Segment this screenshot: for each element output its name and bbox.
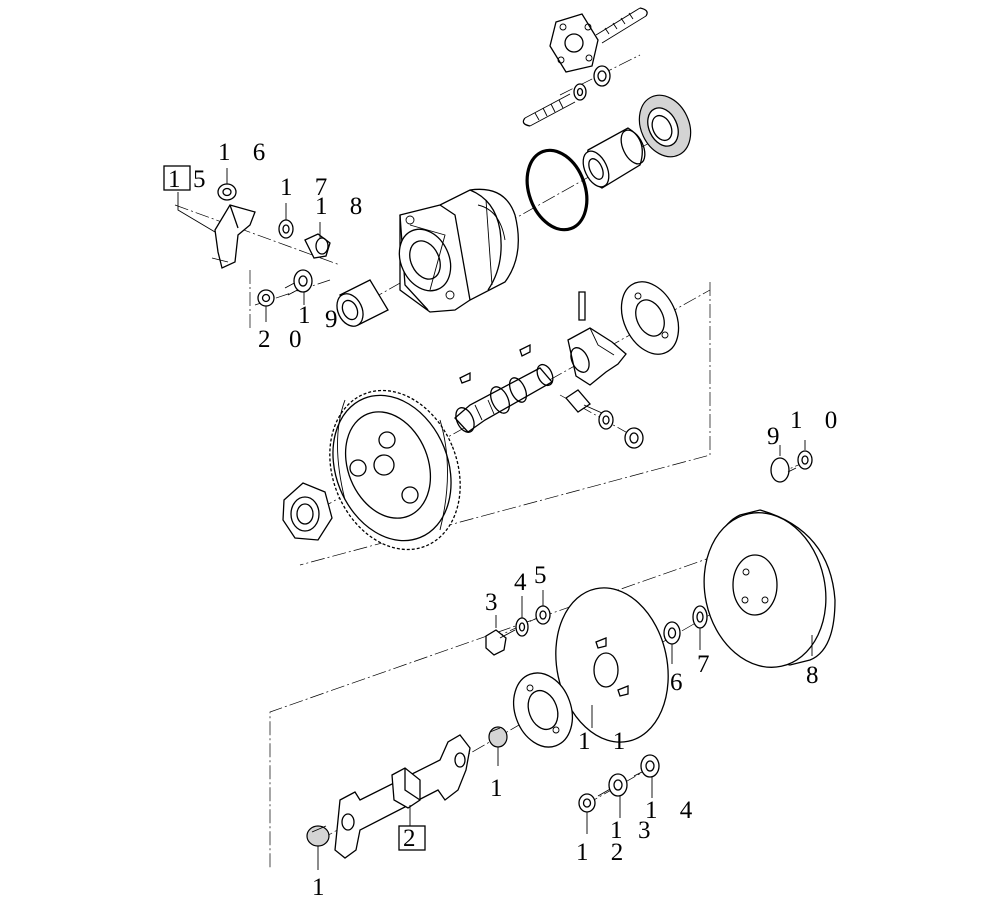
label-1-mid: 1 xyxy=(490,775,511,802)
o-ring xyxy=(525,148,589,232)
label-17: 1 7 xyxy=(280,174,335,201)
label-15-box: 1 xyxy=(168,166,189,193)
label-20-zero: 0 xyxy=(289,326,310,353)
washer-20 xyxy=(257,289,275,307)
woodruff-keys xyxy=(459,343,531,384)
label-18: 1 8 xyxy=(315,193,370,220)
camshaft xyxy=(454,363,554,433)
plug-1-lower xyxy=(306,825,330,847)
bolt-13 xyxy=(597,773,628,797)
label-13-one: 1 xyxy=(610,817,631,844)
leader-lines xyxy=(177,168,813,870)
washer-16 xyxy=(217,183,237,201)
label-11: 1 1 xyxy=(578,728,633,755)
gear-nut xyxy=(282,482,333,541)
stud-lower xyxy=(522,93,576,127)
washer-5 xyxy=(535,605,551,625)
stud-upper xyxy=(595,7,648,44)
label-13-three: 3 xyxy=(638,817,659,844)
washer-4 xyxy=(515,617,529,637)
label-4: 4 xyxy=(514,569,535,596)
label-8: 8 xyxy=(806,662,827,689)
pump-housing xyxy=(398,188,519,313)
label-3: 3 xyxy=(485,589,506,616)
label-5: 5 xyxy=(534,562,555,589)
dowel-pin xyxy=(578,291,586,321)
bracket-15 xyxy=(211,204,256,269)
bearing-block xyxy=(567,327,627,386)
washer-12 xyxy=(578,793,596,813)
flywheel xyxy=(703,509,836,668)
nut-6 xyxy=(663,621,681,645)
bolt-10 xyxy=(284,269,313,296)
label-6: 6 xyxy=(670,669,691,696)
label-1: 1 xyxy=(312,874,333,901)
label-9-right: 9 xyxy=(767,423,788,450)
label-20: 2 xyxy=(258,326,279,353)
nut-and-washer-top xyxy=(573,65,611,101)
washer-17 xyxy=(278,219,294,239)
washer-10-right xyxy=(797,450,813,470)
bolt-3 xyxy=(485,629,516,656)
sleeve-9 xyxy=(336,279,389,327)
shaft-assembly-2 xyxy=(334,734,471,859)
gasket-flange-mid xyxy=(620,281,680,355)
bolt-washer-nut-mid xyxy=(565,389,644,449)
label-2-box: 2 xyxy=(403,825,424,852)
flange-plate xyxy=(549,13,599,73)
label-10-right: 1 0 xyxy=(790,407,845,434)
bolt-18 xyxy=(304,233,331,259)
assembly-frame-upper xyxy=(299,282,711,566)
oil-seal xyxy=(638,94,692,158)
gasket-flange-lower xyxy=(513,672,573,748)
label-12: 1 2 xyxy=(576,839,631,866)
label-7: 7 xyxy=(697,651,718,678)
washer-7 xyxy=(692,605,708,629)
pulley-disc-11 xyxy=(555,587,669,743)
callout-box-2 xyxy=(398,825,426,851)
drive-gear xyxy=(329,389,461,551)
bushing-sleeve xyxy=(582,127,646,189)
plug-1-mid xyxy=(488,726,508,748)
label-10-top-one: 1 xyxy=(298,302,319,329)
label-16: 1 6 xyxy=(218,139,273,166)
label-15-num: 5 xyxy=(193,166,214,193)
pin-9-right xyxy=(770,457,797,483)
label-14: 1 4 xyxy=(645,797,700,824)
label-9-top: 9 xyxy=(325,306,346,333)
callout-box-15 xyxy=(163,165,191,191)
bolt-14 xyxy=(633,754,660,778)
